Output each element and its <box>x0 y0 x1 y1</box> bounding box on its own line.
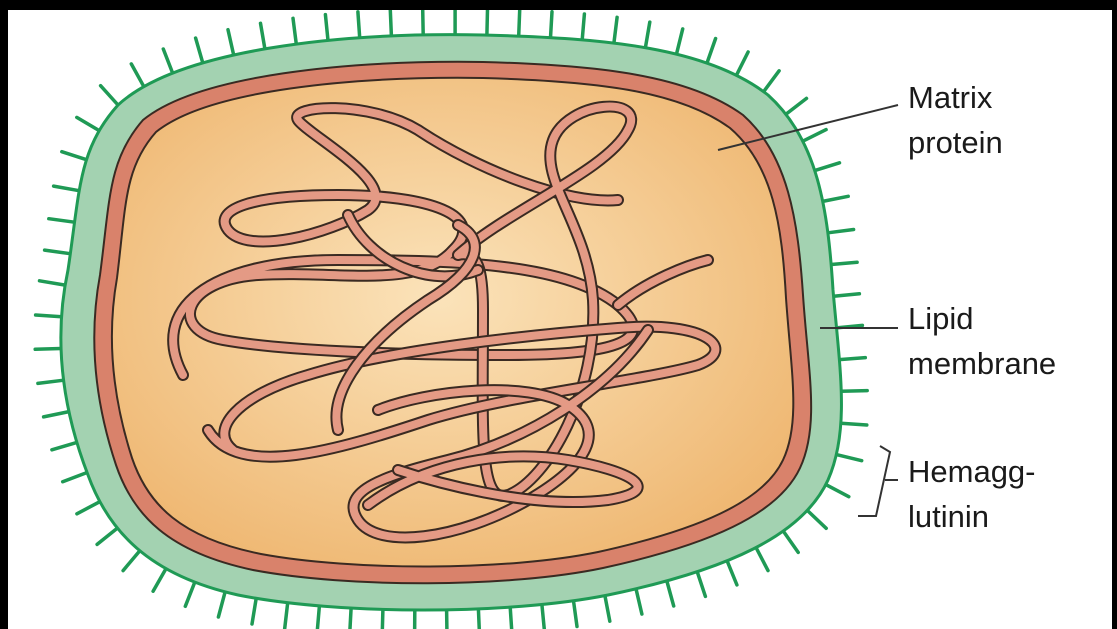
hemagglutinin-spike <box>551 12 553 38</box>
hemagglutinin-spike <box>807 510 826 528</box>
hemagglutinin-spike <box>36 315 62 317</box>
matrix-protein-label: Matrix protein <box>908 80 1003 160</box>
hemagglutinin-spike <box>783 531 798 552</box>
hemagglutinin-spike <box>228 30 234 55</box>
hemagglutinin-spike <box>510 607 512 629</box>
hemagglutinin-spike <box>44 412 69 417</box>
hemagglutinin-spike <box>764 71 780 92</box>
hemagglutinin-spike <box>54 186 80 191</box>
hemagglutinin-spike <box>196 38 203 63</box>
hemagglutinin-spike <box>841 423 867 425</box>
hemagglutinin-spike <box>836 455 861 461</box>
hemagglutinin-spike <box>841 391 867 392</box>
hemagglutinin-spike <box>390 10 391 36</box>
hemagglutinin-spike <box>786 98 807 114</box>
matrix-label-line1: Matrix <box>908 80 993 115</box>
hemagglutinin-spike <box>35 349 61 350</box>
hemagglutinin-spike <box>63 473 87 482</box>
hemagglutinin-spike <box>839 358 865 360</box>
hemagglutinin-spike <box>803 130 826 142</box>
hemagglutinin-spike <box>823 196 849 201</box>
hemagglutinin-spike <box>163 49 172 73</box>
hemagglutinin-spike <box>153 569 166 592</box>
hemagglutinin-spike <box>52 442 77 449</box>
hemagglutinin-spike <box>831 262 857 264</box>
hemagglutinin-spike <box>487 10 488 35</box>
hemagglutinin-spike <box>542 605 545 629</box>
hemagglutinin-spike <box>293 18 296 44</box>
hemagglutinin-spike <box>49 219 75 223</box>
matrix-label-line2: protein <box>908 125 1003 160</box>
hemagglutinin-spike <box>101 86 118 105</box>
hemagglutinin-spike <box>317 606 319 629</box>
hemagglutinin-spike <box>574 601 578 627</box>
hemagglutinin-spike <box>358 12 360 38</box>
hemagglutinin-spike <box>727 561 737 585</box>
hemagglutinin-label-line2: lutinin <box>908 499 989 534</box>
hemagglutinin-spike <box>478 609 479 629</box>
hemagglutinin-spike <box>697 572 705 597</box>
hemagglutinin-spike <box>707 39 716 64</box>
hemagglutinin-spike <box>45 250 71 254</box>
hemagglutinin-spike <box>123 551 140 571</box>
hemagglutinin-spike <box>636 589 642 614</box>
diagram-canvas: Matrix protein Lipid membrane Hemagg- lu… <box>8 10 1112 629</box>
hemagglutinin-spike <box>677 29 683 54</box>
hemagglutinin-spike <box>350 608 351 629</box>
hemagglutinin-spike <box>736 52 748 75</box>
hemagglutinin-spike <box>185 582 195 606</box>
hemagglutinin-spike <box>38 380 64 383</box>
hemagglutinin-label: Hemagg- lutinin <box>908 454 1044 534</box>
hemagglutinin-spike <box>252 598 256 624</box>
hemagglutinin-spike <box>285 603 288 629</box>
hemagglutinin-spike <box>815 163 840 171</box>
hemagglutinin-spike <box>325 15 328 41</box>
lipid-label-line2: membrane <box>908 346 1056 381</box>
hemagglutinin-spike <box>423 10 424 35</box>
hemagglutinin-spike <box>834 294 860 296</box>
hemagglutinin-spike <box>131 64 144 87</box>
lipid-membrane-label: Lipid membrane <box>908 301 1056 381</box>
hemagglutinin-spike <box>828 230 854 233</box>
hemagglutinin-spike <box>40 281 66 285</box>
hemagglutinin-spike <box>756 548 768 571</box>
hemagglutinin-spike <box>614 17 617 43</box>
hemagglutinin-spike <box>218 592 225 617</box>
hemagglutinin-spike <box>519 10 520 36</box>
virus-diagram: Matrix protein Lipid membrane Hemagg- lu… <box>8 10 1112 629</box>
hemagglutinin-spike <box>62 152 87 160</box>
hemagglutinin-spike <box>261 23 265 49</box>
hemagglutinin-spike <box>826 485 849 497</box>
lipid-label-line1: Lipid <box>908 301 974 336</box>
hemagglutinin-label-line1: Hemagg- <box>908 454 1036 489</box>
hemagglutinin-spike <box>667 581 674 606</box>
hemagglutinin-spike <box>605 596 610 622</box>
hemagglutinin-spike <box>645 22 649 48</box>
hemagglutinin-spike <box>77 117 99 130</box>
hemagglutinin-spike <box>97 528 117 544</box>
hemagglutinin-spike <box>382 609 383 629</box>
hemagglutinin-spike <box>77 502 100 514</box>
hemagglutinin-spike <box>582 14 584 40</box>
